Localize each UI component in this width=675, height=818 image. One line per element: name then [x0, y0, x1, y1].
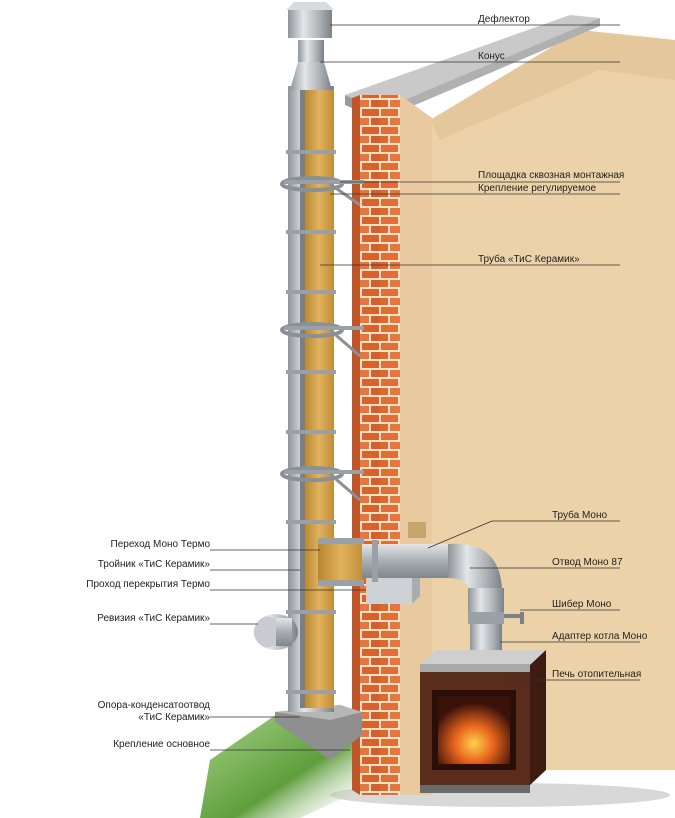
label-platform: Площадка сквозная монтажная [478, 170, 625, 181]
label-pipe-mono: Труба Моно [552, 510, 608, 521]
label-damper-mono: Шибер Моно [552, 599, 612, 610]
label-revision-tis: Ревизия «ТиС Керамик» [97, 613, 210, 624]
wall-bracket-lower [280, 466, 364, 502]
label-condensate-line1: Опора-конденсатоотвод [97, 700, 210, 711]
wall-bracket-top [280, 176, 364, 207]
label-deflector: Дефлектор [478, 14, 530, 25]
cone [290, 62, 332, 90]
tee-connector [318, 538, 364, 586]
label-boiler-adapter: Адаптер котла Моно [552, 631, 648, 642]
label-ceiling-pass: Проход перекрытия Термо [86, 579, 210, 590]
wall-bracket-middle [280, 322, 364, 358]
label-main-mount: Крепление основное [113, 739, 210, 750]
label-mount-adjustable: Крепление регулируемое [478, 183, 597, 194]
label-stove: Печь отопительная [552, 669, 642, 680]
callout-lines [210, 24, 640, 751]
label-cone: Конус [478, 51, 505, 62]
label-elbow-mono: Отвод Моно 87 [552, 557, 623, 568]
label-condensate-line2: «ТиС Керамик» [138, 712, 210, 723]
revision [254, 614, 298, 650]
damper-mono [468, 612, 524, 624]
label-transition-mono-termo: Переход Моно Термо [110, 539, 210, 550]
label-tee-tis: Тройник «ТиС Керамик» [97, 559, 210, 570]
brick-wall [352, 95, 432, 795]
chimney-base-slab [275, 705, 362, 760]
pipe-mono [362, 522, 452, 582]
deflector [286, 2, 334, 62]
label-pipe-tis: Труба «ТиС Керамик» [478, 254, 580, 265]
stove [420, 650, 546, 793]
